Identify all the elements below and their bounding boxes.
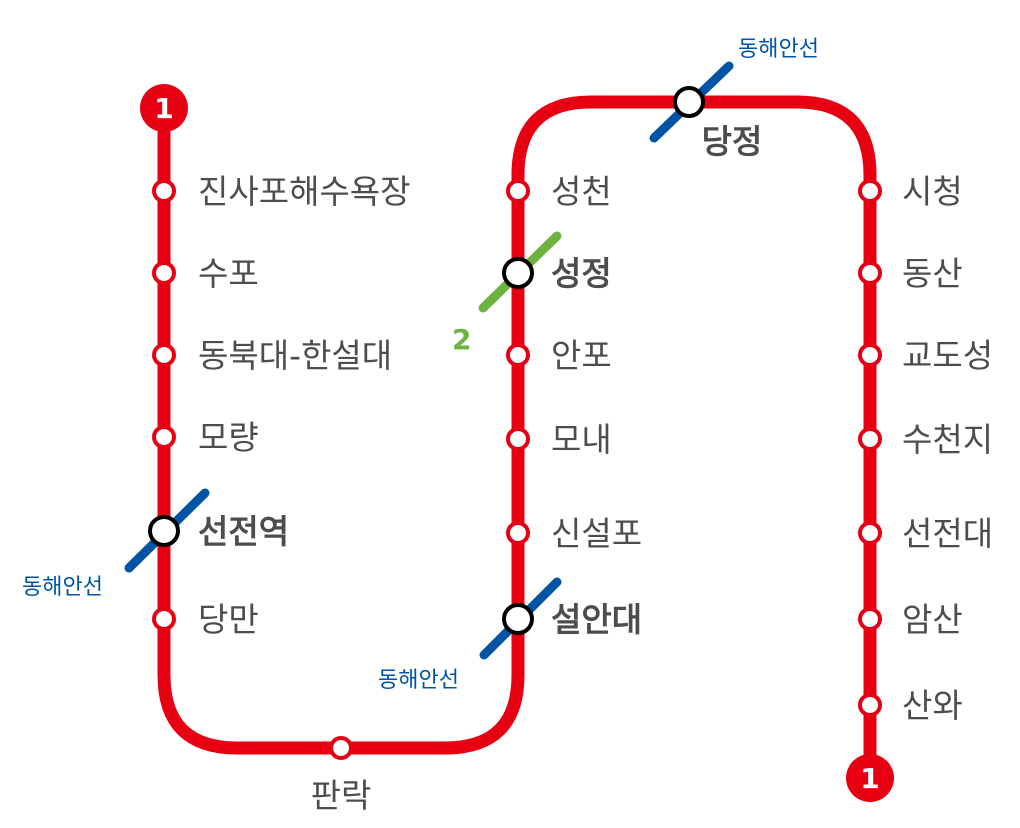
station-marker[interactable] <box>152 607 176 631</box>
transfer-station-label[interactable]: 설안대 <box>551 600 642 639</box>
station-label[interactable]: 판락 <box>311 776 372 815</box>
transfer-station-marker[interactable] <box>673 86 705 118</box>
line-1-badge-number: 1 <box>154 92 173 125</box>
station-label[interactable]: 선전대 <box>902 514 993 553</box>
station-marker[interactable] <box>858 521 882 545</box>
station-marker[interactable] <box>506 427 530 451</box>
station-label[interactable]: 수포 <box>198 254 259 293</box>
station-label[interactable]: 수천지 <box>902 420 993 459</box>
station-marker[interactable] <box>858 343 882 367</box>
transfer-station-label[interactable]: 당정 <box>702 122 763 161</box>
station-label[interactable]: 안포 <box>551 336 612 375</box>
station-marker[interactable] <box>506 343 530 367</box>
station-label[interactable]: 모내 <box>551 420 612 459</box>
donghae-line-label: 동해안선 <box>738 37 819 62</box>
donghae-line-label: 동해안선 <box>22 575 103 600</box>
station-marker[interactable] <box>506 179 530 203</box>
station-marker[interactable] <box>152 425 176 449</box>
line-1-route <box>157 95 877 775</box>
station-label[interactable]: 암산 <box>902 600 963 639</box>
line-1-badge-end: 1 <box>846 754 894 802</box>
transfer-station-label[interactable]: 성정 <box>551 254 612 293</box>
station-label[interactable]: 당만 <box>198 600 259 639</box>
station-marker[interactable] <box>329 736 353 760</box>
station-label[interactable]: 진사포해수욕장 <box>198 172 411 211</box>
station-label[interactable]: 신설포 <box>551 514 642 553</box>
station-marker[interactable] <box>152 261 176 285</box>
station-marker[interactable] <box>152 343 176 367</box>
transfer-station-marker[interactable] <box>502 257 534 289</box>
station-label[interactable]: 동북대-한설대 <box>198 336 392 375</box>
station-marker[interactable] <box>858 427 882 451</box>
station-label[interactable]: 성천 <box>551 172 612 211</box>
station-marker[interactable] <box>858 693 882 717</box>
station-label[interactable]: 모량 <box>198 418 259 457</box>
donghae-line-label: 동해안선 <box>378 668 459 693</box>
station-label[interactable]: 시청 <box>902 172 963 211</box>
station-marker[interactable] <box>858 607 882 631</box>
transfer-station-marker[interactable] <box>502 603 534 635</box>
line-1-badge-number: 1 <box>860 762 879 795</box>
transfer-station-marker[interactable] <box>148 515 180 547</box>
station-marker[interactable] <box>858 261 882 285</box>
line-1-badge-start: 1 <box>140 84 188 132</box>
station-marker[interactable] <box>858 179 882 203</box>
station-marker[interactable] <box>506 521 530 545</box>
station-label[interactable]: 산와 <box>902 686 963 725</box>
station-label[interactable]: 교도성 <box>902 336 993 375</box>
station-marker[interactable] <box>152 179 176 203</box>
station-label[interactable]: 동산 <box>902 254 963 293</box>
transfer-station-label[interactable]: 선전역 <box>198 512 289 551</box>
line-2-label: 2 <box>452 323 471 356</box>
